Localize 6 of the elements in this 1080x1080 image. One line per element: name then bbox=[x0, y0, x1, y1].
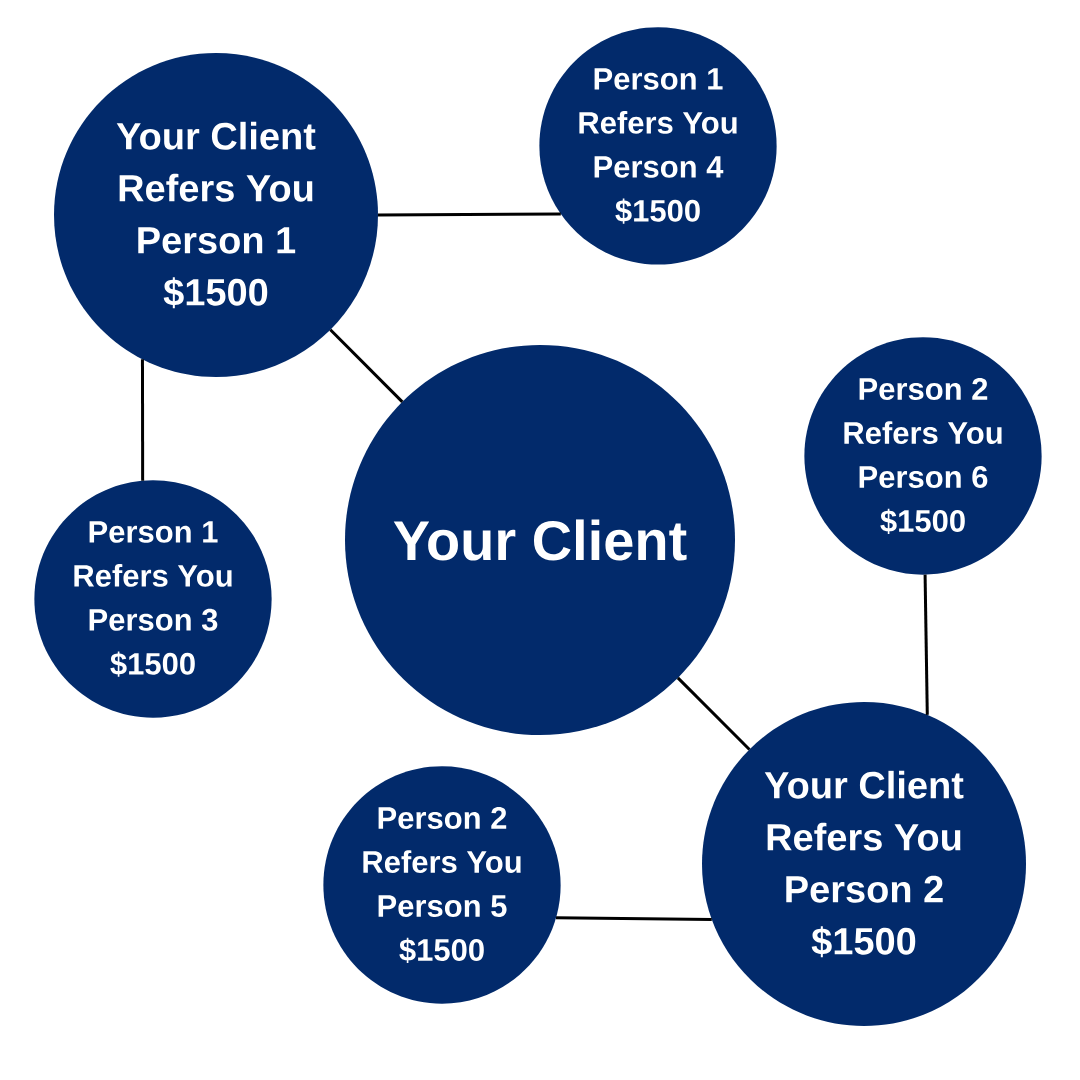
connector-line bbox=[378, 212, 561, 217]
connector-line bbox=[923, 574, 929, 715]
connector-line bbox=[329, 328, 404, 403]
connector-line bbox=[556, 916, 712, 921]
connector-line bbox=[140, 359, 145, 481]
connector-line bbox=[676, 676, 751, 751]
